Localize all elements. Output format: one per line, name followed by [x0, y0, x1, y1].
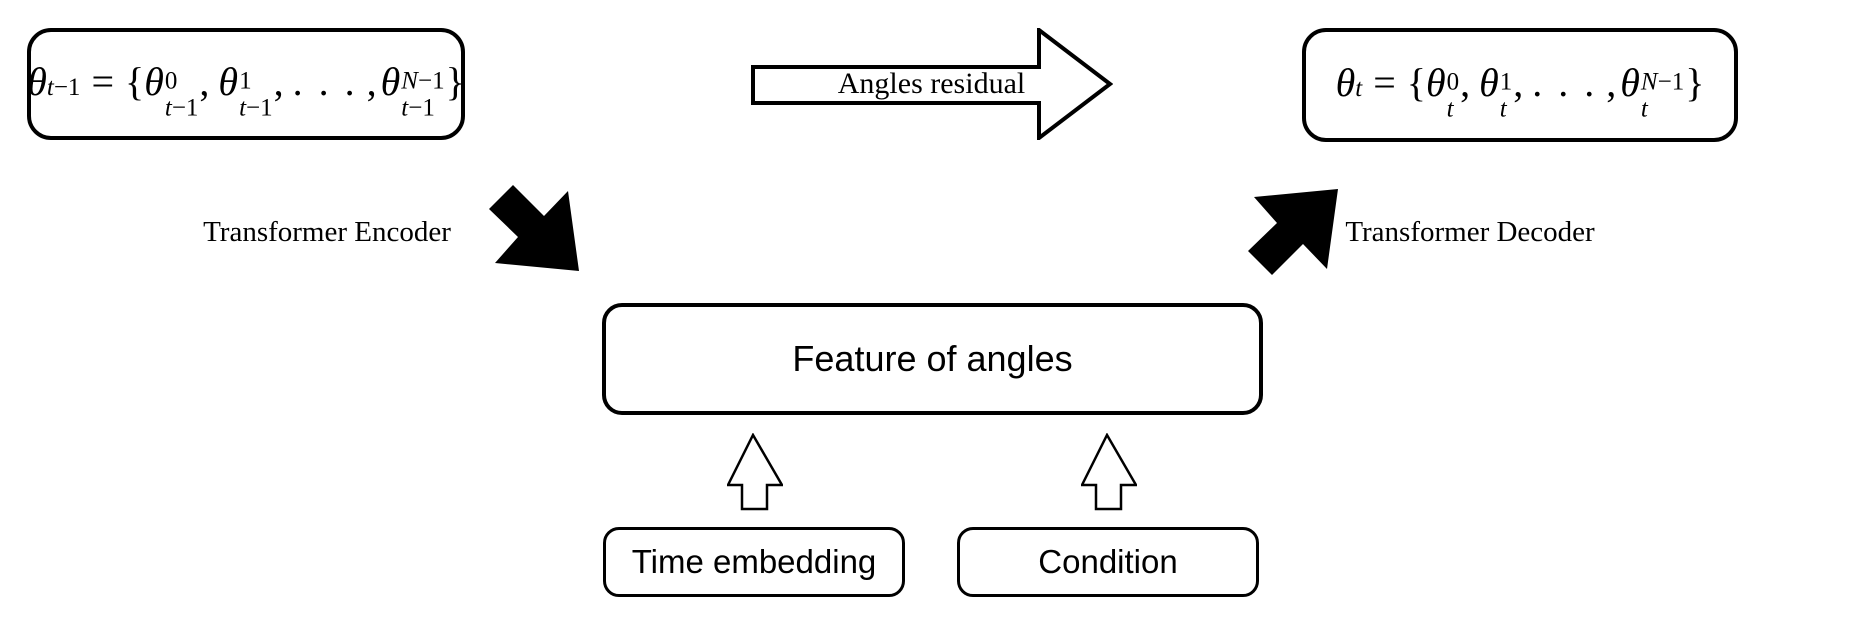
time-embedding-label: Time embedding [631, 543, 877, 580]
time-embedding-box: Time embedding [603, 527, 905, 597]
feature-of-angles-label: Feature of angles [792, 338, 1073, 379]
ellipsis: . . . [1532, 60, 1598, 105]
equals-sign: = [1373, 60, 1396, 105]
time-embedding-up-arrow-icon [727, 433, 783, 511]
condition-box: Condition [957, 527, 1259, 597]
close-brace: } [1685, 60, 1705, 105]
open-brace: { [125, 59, 145, 104]
decoder-up-right-arrow-icon [1248, 189, 1338, 275]
encoder-down-right-arrow-icon [489, 185, 579, 271]
equals-sign: = [91, 59, 114, 104]
open-brace: { [1406, 60, 1426, 105]
feature-of-angles-box: Feature of angles [602, 303, 1263, 415]
transformer-decoder-label: Transformer Decoder [1345, 216, 1595, 248]
angles-residual-arrow-icon [751, 28, 1113, 140]
theta-symbol: θ [27, 59, 47, 104]
transformer-encoder-label: Transformer Encoder [203, 216, 451, 248]
angles-residual-label: Angles residual [837, 67, 1026, 100]
close-brace: } [445, 59, 465, 104]
theta-symbol: θ [1335, 60, 1356, 105]
condition-up-arrow-icon [1081, 433, 1137, 511]
ellipsis: . . . [292, 59, 358, 104]
condition-label: Condition [1038, 543, 1178, 580]
